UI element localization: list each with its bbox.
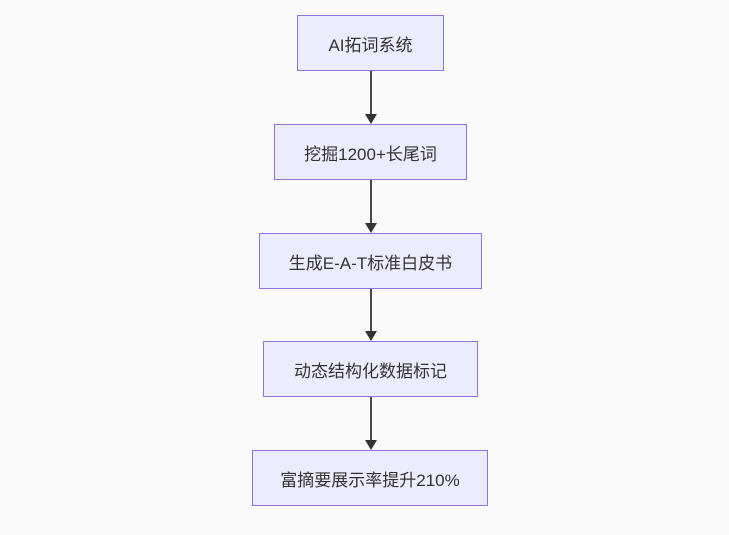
flow-node-longtail-mining: 挖掘1200+长尾词 (274, 124, 467, 180)
flow-node-rich-snippet-result: 富摘要展示率提升210% (252, 450, 488, 506)
flow-edge-c-d (364, 289, 377, 341)
arrow-line (369, 289, 372, 331)
flow-node-label: 生成E-A-T标准白皮书 (288, 253, 453, 273)
flow-node-label: AI拓词系统 (328, 35, 413, 55)
flow-edge-d-e (364, 397, 377, 450)
flow-node-structured-data-markup: 动态结构化数据标记 (263, 341, 478, 397)
arrow-line (369, 180, 372, 223)
flow-node-label: 动态结构化数据标记 (294, 361, 447, 381)
flow-node-ai-keyword-system: AI拓词系统 (297, 15, 444, 71)
arrowhead-icon (364, 114, 377, 124)
flow-edge-b-c (364, 180, 377, 233)
arrowhead-icon (364, 440, 377, 450)
arrow-line (369, 397, 372, 440)
arrowhead-icon (364, 223, 377, 233)
flow-edge-a-b (364, 71, 377, 124)
flow-node-label: 富摘要展示率提升210% (280, 470, 460, 490)
flow-node-label: 挖掘1200+长尾词 (304, 144, 437, 164)
arrowhead-icon (364, 331, 377, 341)
flow-node-eat-whitepaper: 生成E-A-T标准白皮书 (259, 233, 482, 289)
arrow-line (369, 71, 372, 114)
